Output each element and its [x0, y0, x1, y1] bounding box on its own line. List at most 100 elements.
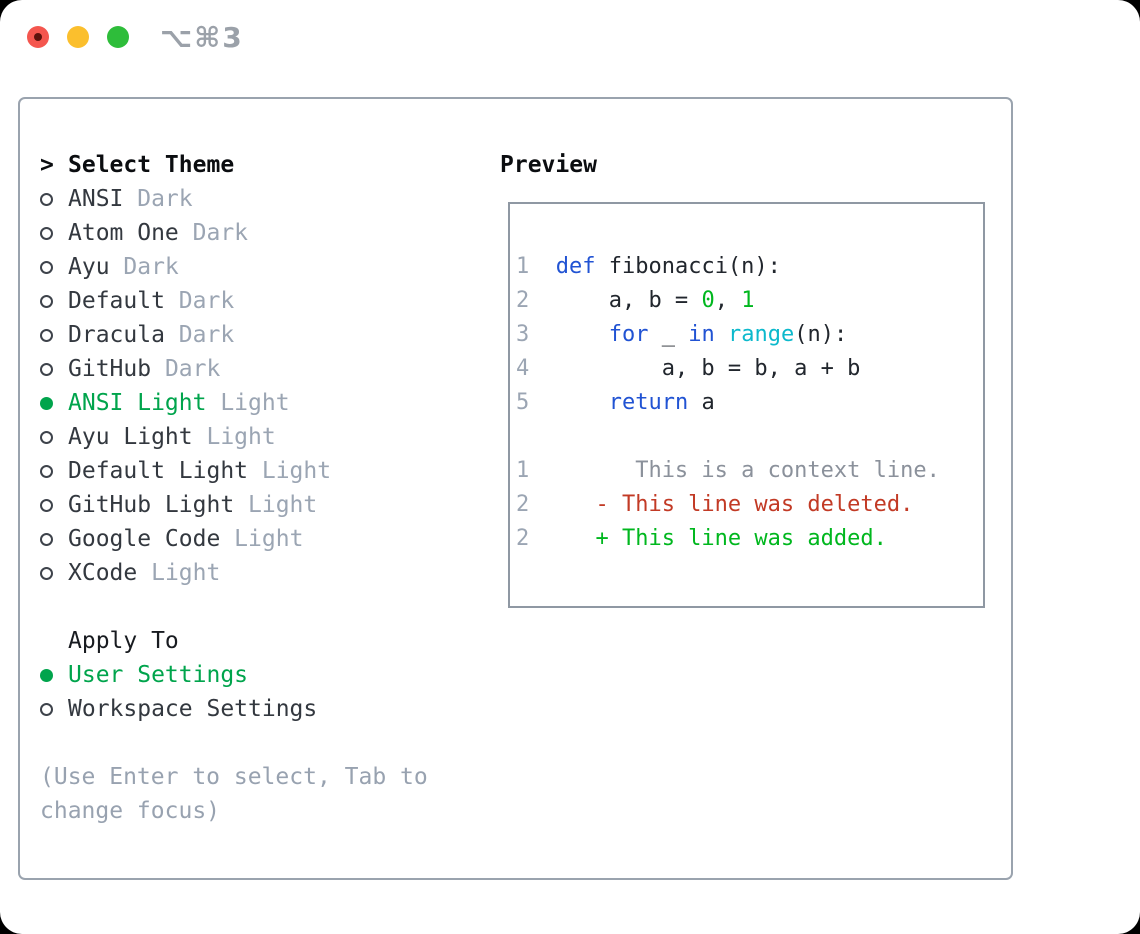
code-token-pl: _ [648, 322, 689, 347]
radio-selected-icon [40, 396, 53, 410]
code-token-pl: fibonacci(n): [595, 254, 781, 279]
theme-option-default-dark[interactable]: Default Dark [40, 284, 480, 318]
window-title: ⌥⌘3 [160, 21, 244, 54]
minimize-button[interactable] [67, 26, 89, 48]
theme-option-github-dark[interactable]: GitHub Dark [40, 352, 480, 386]
radio-icon [40, 226, 53, 240]
theme-name: ANSI Light [68, 390, 207, 416]
code-token-num: 1 [741, 288, 755, 313]
theme-variant: Light [234, 492, 318, 518]
theme-variant: Light [137, 560, 221, 586]
line-number: 2 [516, 526, 530, 551]
radio-icon [40, 498, 53, 512]
theme-name: Dracula [68, 322, 165, 348]
help-text: (Use Enter to select, Tab to change focu… [40, 764, 428, 824]
theme-option-ansi-light-light[interactable]: ANSI Light Light [40, 386, 480, 420]
radio-icon [40, 328, 53, 342]
preview-line: 5 return a [516, 386, 983, 420]
code-token-pl [542, 254, 555, 279]
theme-variant: Light [206, 390, 290, 416]
theme-option-google-code-light[interactable]: Google Code Light [40, 522, 480, 556]
theme-option-ayu-dark[interactable]: Ayu Dark [40, 250, 480, 284]
theme-variant: Light [248, 458, 332, 484]
line-number: 5 [516, 390, 530, 415]
preview-line: 2 + This line was added. [516, 522, 983, 556]
code-token-kw: return [608, 390, 689, 415]
preview-line: 1 def fibonacci(n): [516, 250, 983, 284]
theme-option-ansi-dark[interactable]: ANSI Dark [40, 182, 480, 216]
theme-option-dracula-dark[interactable]: Dracula Dark [40, 318, 480, 352]
apply-option-label: User Settings [68, 662, 249, 688]
apply-option-workspace-settings[interactable]: Workspace Settings [40, 692, 480, 726]
code-token-add: + This line was added. [542, 526, 887, 551]
theme-option-atom-one-dark[interactable]: Atom One Dark [40, 216, 480, 250]
prompt-caret-icon: > [40, 152, 54, 178]
code-token-pl: a [688, 390, 715, 415]
radio-icon [40, 260, 53, 274]
apply-to-header: Apply To [40, 624, 480, 658]
select-theme-title: Select Theme [68, 152, 235, 178]
preview-line: 1 This is a context line. [516, 454, 983, 488]
theme-name: Default [68, 288, 165, 314]
radio-icon [40, 464, 53, 478]
code-token-pl: , [714, 288, 742, 313]
close-button[interactable] [27, 26, 49, 48]
code-token-pl: a, b = [542, 288, 702, 313]
theme-variant: Dark [151, 356, 221, 382]
theme-name: ANSI [68, 186, 124, 212]
code-token-del: - This line was deleted. [542, 492, 914, 517]
zoom-button[interactable] [107, 26, 129, 48]
preview-line: 2 - This line was deleted. [516, 488, 983, 522]
spacer [40, 590, 480, 624]
line-number: 4 [516, 356, 530, 381]
apply-option-label: Workspace Settings [68, 696, 318, 722]
theme-variant: Light [220, 526, 304, 552]
theme-name: GitHub Light [68, 492, 235, 518]
theme-name: Ayu Light [68, 424, 193, 450]
apply-option-user-settings[interactable]: User Settings [40, 658, 480, 692]
apply-to-title: Apply To [68, 628, 179, 654]
line-number: 1 [516, 458, 530, 483]
radio-icon [40, 566, 53, 580]
code-token-pl: (n): [794, 322, 848, 347]
radio-icon [40, 430, 53, 444]
preview-title: Preview [500, 152, 597, 178]
select-theme-header: > Select Theme [40, 148, 480, 182]
theme-variant: Dark [164, 322, 235, 348]
theme-name: XCode [68, 560, 138, 586]
code-token-pl [542, 390, 608, 415]
line-number: 2 [516, 288, 530, 313]
line-number: 2 [516, 492, 530, 517]
theme-name: Default Light [68, 458, 249, 484]
theme-option-xcode-light[interactable]: XCode Light [40, 556, 480, 590]
preview-line: 2 a, b = 0, 1 [516, 284, 983, 318]
theme-option-github-light-light[interactable]: GitHub Light Light [40, 488, 480, 522]
theme-variant: Dark [178, 220, 249, 246]
line-number: 3 [516, 322, 530, 347]
code-token-kw: in [688, 322, 715, 347]
radio-icon [40, 702, 53, 716]
titlebar: ⌥⌘3 [0, 0, 1140, 74]
code-token-ctx: This is a context line. [542, 458, 940, 483]
theme-name: Atom One [68, 220, 179, 246]
theme-name: Ayu [68, 254, 110, 280]
theme-option-ayu-light-light[interactable]: Ayu Light Light [40, 420, 480, 454]
radio-icon [40, 362, 53, 376]
theme-variant: Dark [164, 288, 235, 314]
preview-line: 4 a, b = b, a + b [516, 352, 983, 386]
unsaved-dot-icon [34, 33, 42, 41]
theme-variant: Dark [123, 186, 193, 212]
code-token-fn: range [727, 322, 795, 347]
theme-variant: Dark [109, 254, 179, 280]
line-number: 1 [516, 254, 530, 279]
code-token-pl [715, 322, 728, 347]
code-token-pl: a, b = b, a + b [542, 356, 861, 381]
theme-option-default-light-light[interactable]: Default Light Light [40, 454, 480, 488]
